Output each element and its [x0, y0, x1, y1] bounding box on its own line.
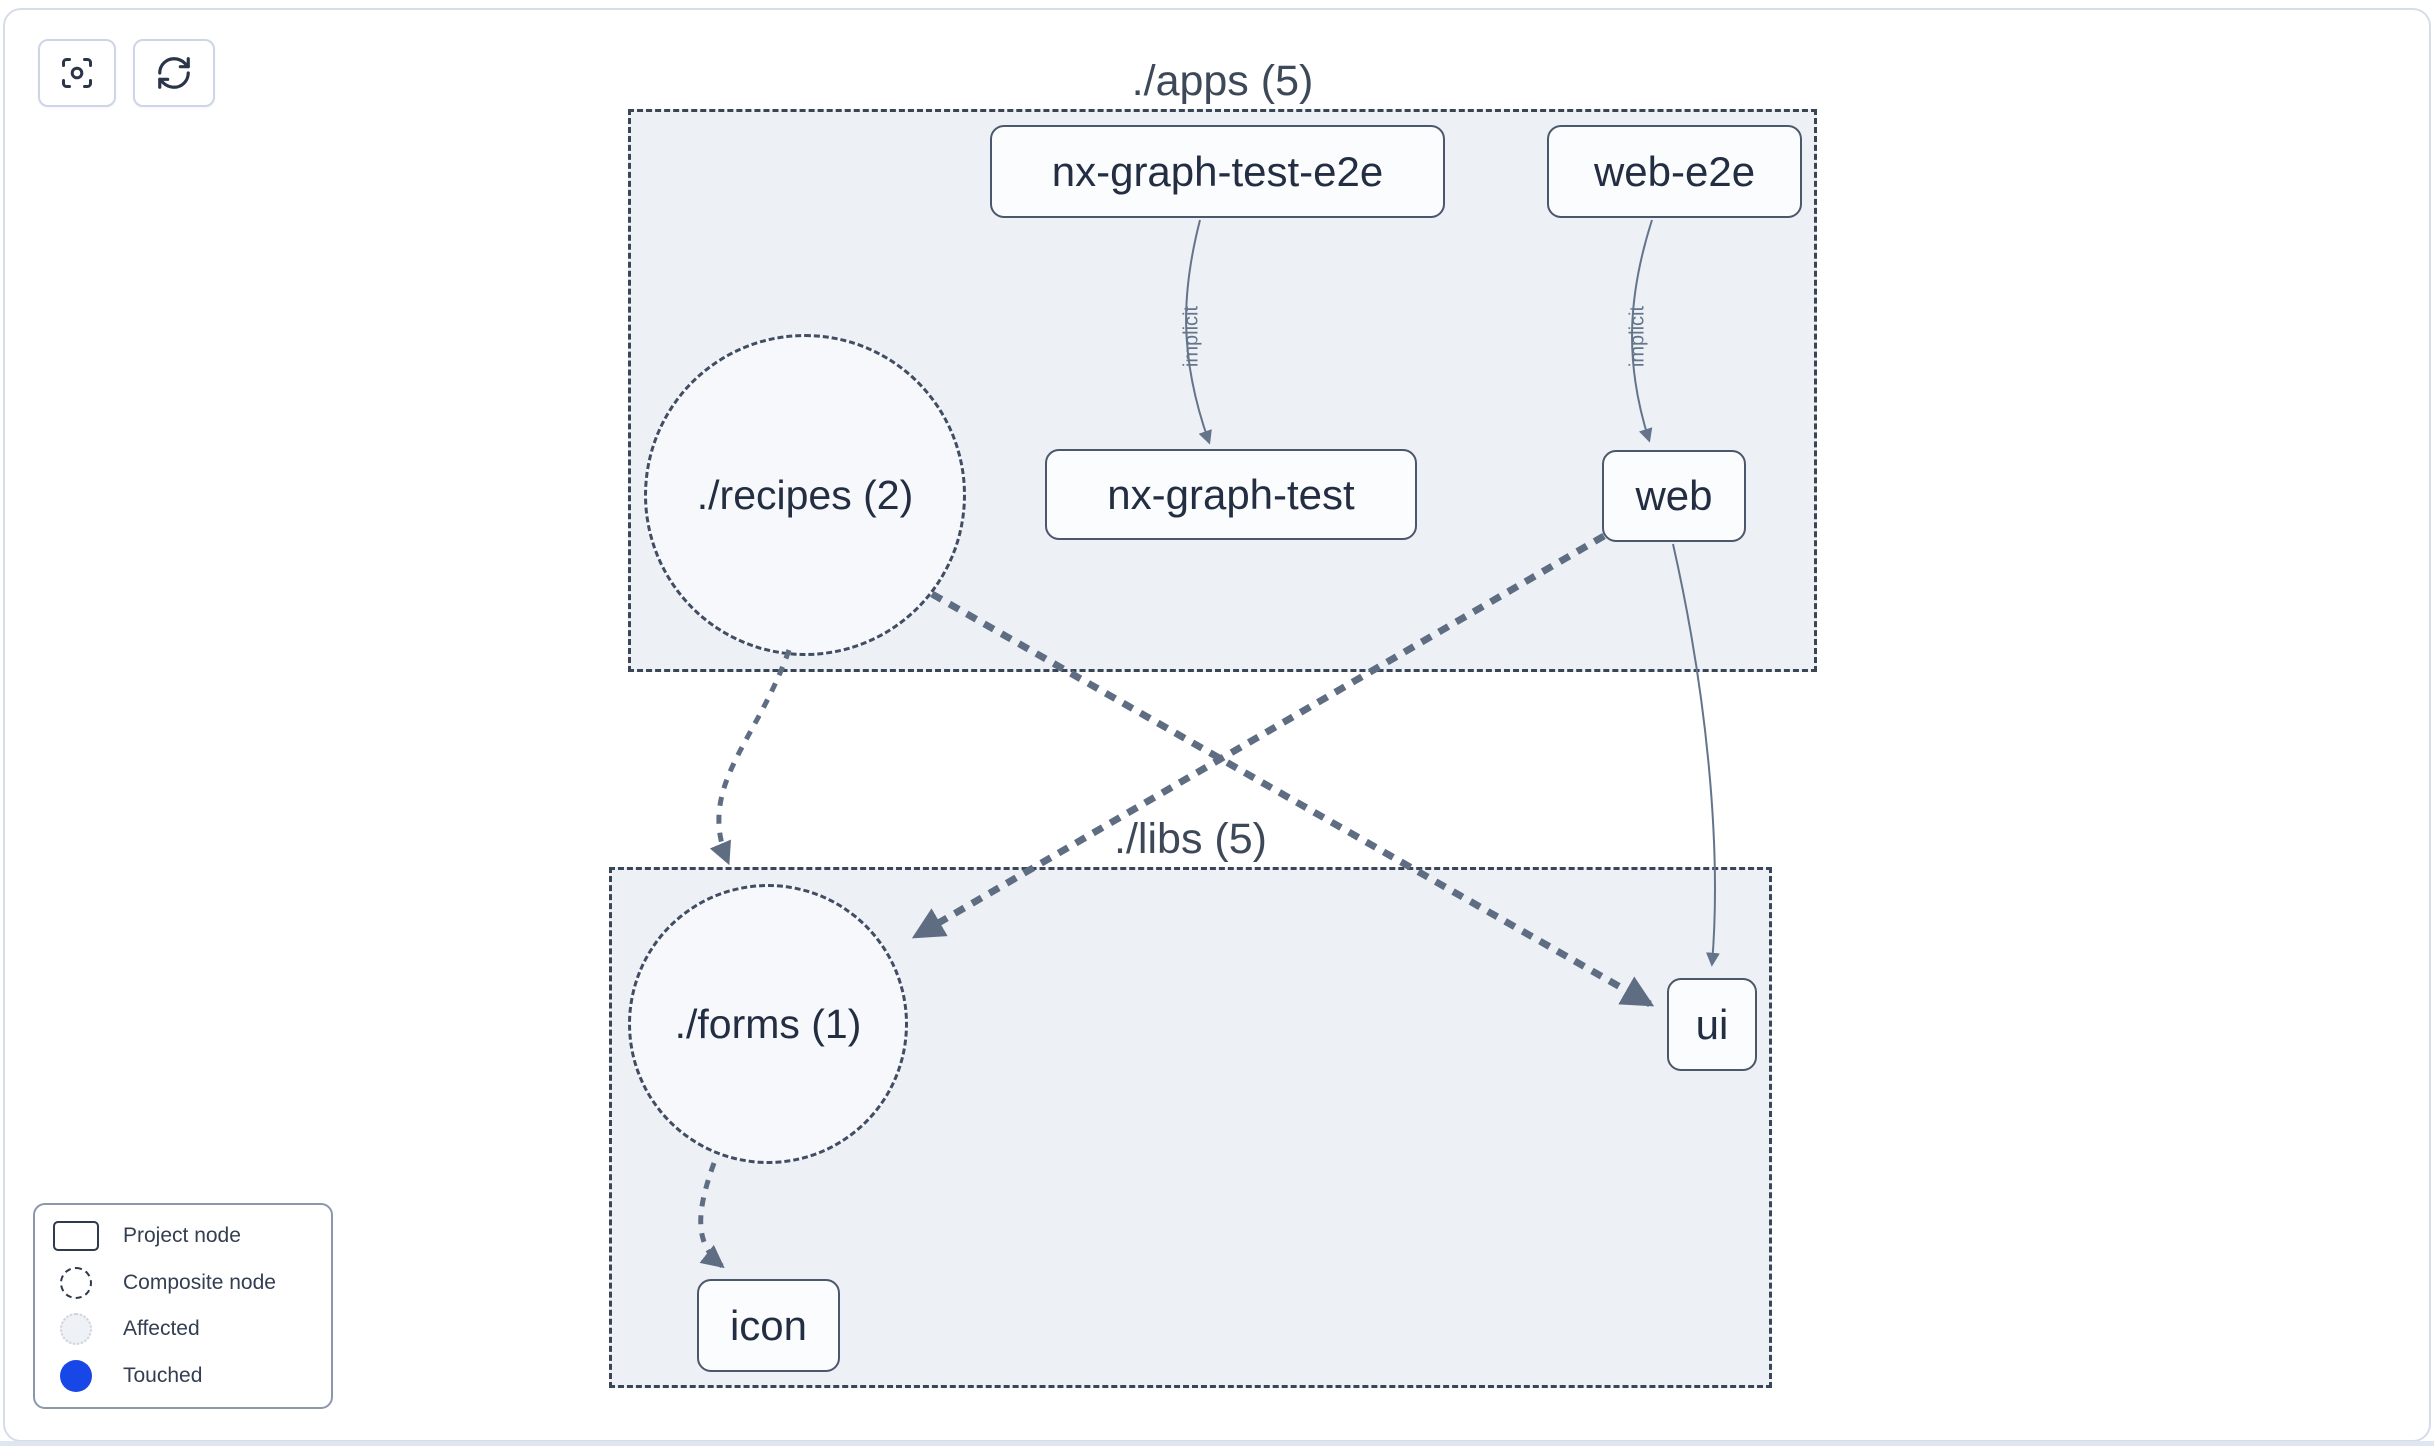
group-label-libs: ./libs (5) — [1114, 815, 1267, 863]
focus-graph-button[interactable] — [38, 39, 116, 107]
refresh-graph-button[interactable] — [133, 39, 215, 107]
legend: Project node Composite node Affected Tou… — [33, 1203, 333, 1409]
project-node-ui[interactable]: ui — [1667, 978, 1757, 1071]
legend-label: Touched — [123, 1364, 203, 1388]
composite-node-label: ./forms (1) — [674, 1000, 862, 1047]
project-node-nx-graph-test-e2e[interactable]: nx-graph-test-e2e — [990, 125, 1445, 218]
legend-item-affected: Affected — [51, 1313, 315, 1347]
edge-label-implicit: implicit — [1626, 305, 1649, 368]
touched-node-icon — [60, 1360, 92, 1393]
scan-focus-icon — [59, 55, 95, 91]
project-node-label: web-e2e — [1593, 147, 1756, 195]
legend-item-touched: Touched — [51, 1359, 315, 1393]
project-node-label: nx-graph-test-e2e — [1051, 147, 1384, 195]
project-node-icon — [53, 1220, 99, 1251]
project-node-label: icon — [729, 1301, 808, 1349]
refresh-icon — [155, 54, 193, 92]
composite-node-forms[interactable]: ./forms (1) — [628, 884, 908, 1164]
project-node-nx-graph-test[interactable]: nx-graph-test — [1045, 449, 1417, 540]
legend-label: Composite node — [123, 1270, 276, 1294]
project-node-label: web — [1635, 472, 1713, 519]
page-bottom-divider — [0, 1441, 2434, 1446]
legend-label: Affected — [123, 1317, 200, 1341]
legend-item-project-node: Project node — [51, 1219, 315, 1253]
affected-node-icon — [60, 1313, 92, 1346]
project-node-icon[interactable]: icon — [697, 1279, 840, 1372]
project-node-label: nx-graph-test — [1107, 470, 1355, 518]
group-label-apps: ./apps (5) — [1131, 57, 1314, 105]
legend-label: Project node — [123, 1223, 241, 1247]
composite-node-recipes[interactable]: ./recipes (2) — [644, 334, 966, 656]
composite-node-icon — [60, 1266, 92, 1299]
legend-item-composite-node: Composite node — [51, 1266, 315, 1300]
composite-node-label: ./recipes (2) — [696, 471, 914, 518]
project-node-web-e2e[interactable]: web-e2e — [1547, 125, 1802, 218]
edge-label-implicit: implicit — [1180, 305, 1203, 368]
project-node-web[interactable]: web — [1602, 450, 1746, 542]
project-node-label: ui — [1695, 1000, 1729, 1048]
